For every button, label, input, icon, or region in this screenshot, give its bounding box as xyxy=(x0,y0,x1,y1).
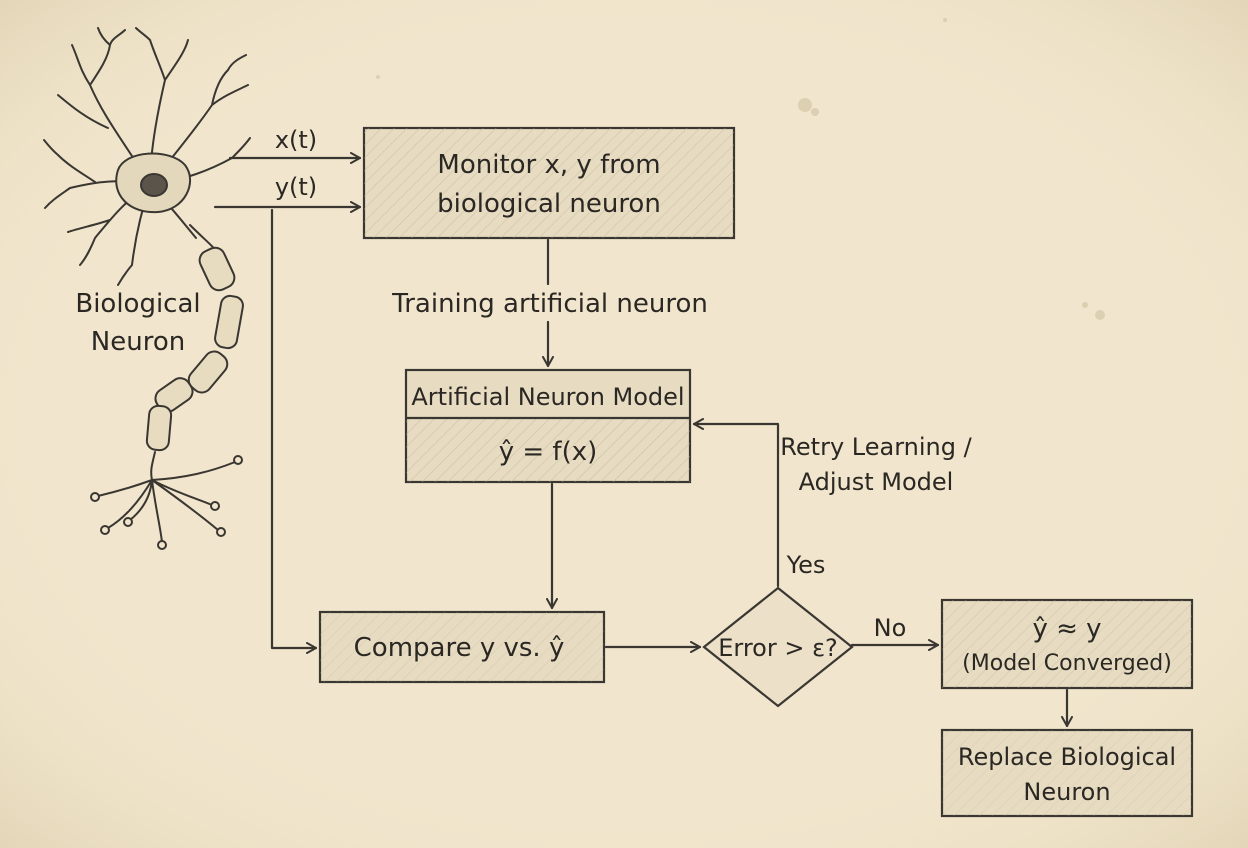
retry-loop-arrow xyxy=(692,418,780,588)
model-box-equation: ŷ = f(x) xyxy=(499,437,598,467)
output-signal-label: y(t) xyxy=(275,173,317,201)
compare-box: Compare y vs. ŷ xyxy=(318,610,606,684)
paper-stains xyxy=(376,18,1105,320)
retry-label-line2: Adjust Model xyxy=(799,468,954,496)
converged-box: ŷ ≈ y (Model Converged) xyxy=(940,598,1194,690)
monitor-box: Monitor x, y from biological neuron xyxy=(362,126,736,240)
replace-box-line1: Replace Biological xyxy=(958,743,1176,771)
converged-box-line1: ŷ ≈ y xyxy=(1032,614,1101,644)
training-label: Training artificial neuron xyxy=(391,289,708,319)
replace-box: Replace Biological Neuron xyxy=(940,728,1194,818)
monitor-box-line1: Monitor x, y from xyxy=(437,150,660,180)
monitor-box-line2: biological neuron xyxy=(437,189,661,219)
neuron-label-line1: Biological xyxy=(75,289,200,319)
output-to-compare-arrow xyxy=(270,208,318,654)
neuron-label-line2: Neuron xyxy=(91,327,185,357)
replace-box-line2: Neuron xyxy=(1023,778,1110,806)
decision-diamond: Error > ε? xyxy=(702,586,854,708)
decision-label: Error > ε? xyxy=(718,634,838,662)
converged-box-line2: (Model Converged) xyxy=(962,651,1172,676)
decision-yes-label: Yes xyxy=(786,551,826,579)
retry-label-line1: Retry Learning / xyxy=(780,433,972,461)
decision-no-label: No xyxy=(874,614,907,642)
model-box: Artificial Neuron Model ŷ = f(x) xyxy=(404,368,692,484)
model-box-title: Artificial Neuron Model xyxy=(411,383,684,411)
input-signal-label: x(t) xyxy=(275,126,317,154)
biological-neuron-icon xyxy=(43,27,251,550)
compare-box-label: Compare y vs. ŷ xyxy=(354,633,565,663)
